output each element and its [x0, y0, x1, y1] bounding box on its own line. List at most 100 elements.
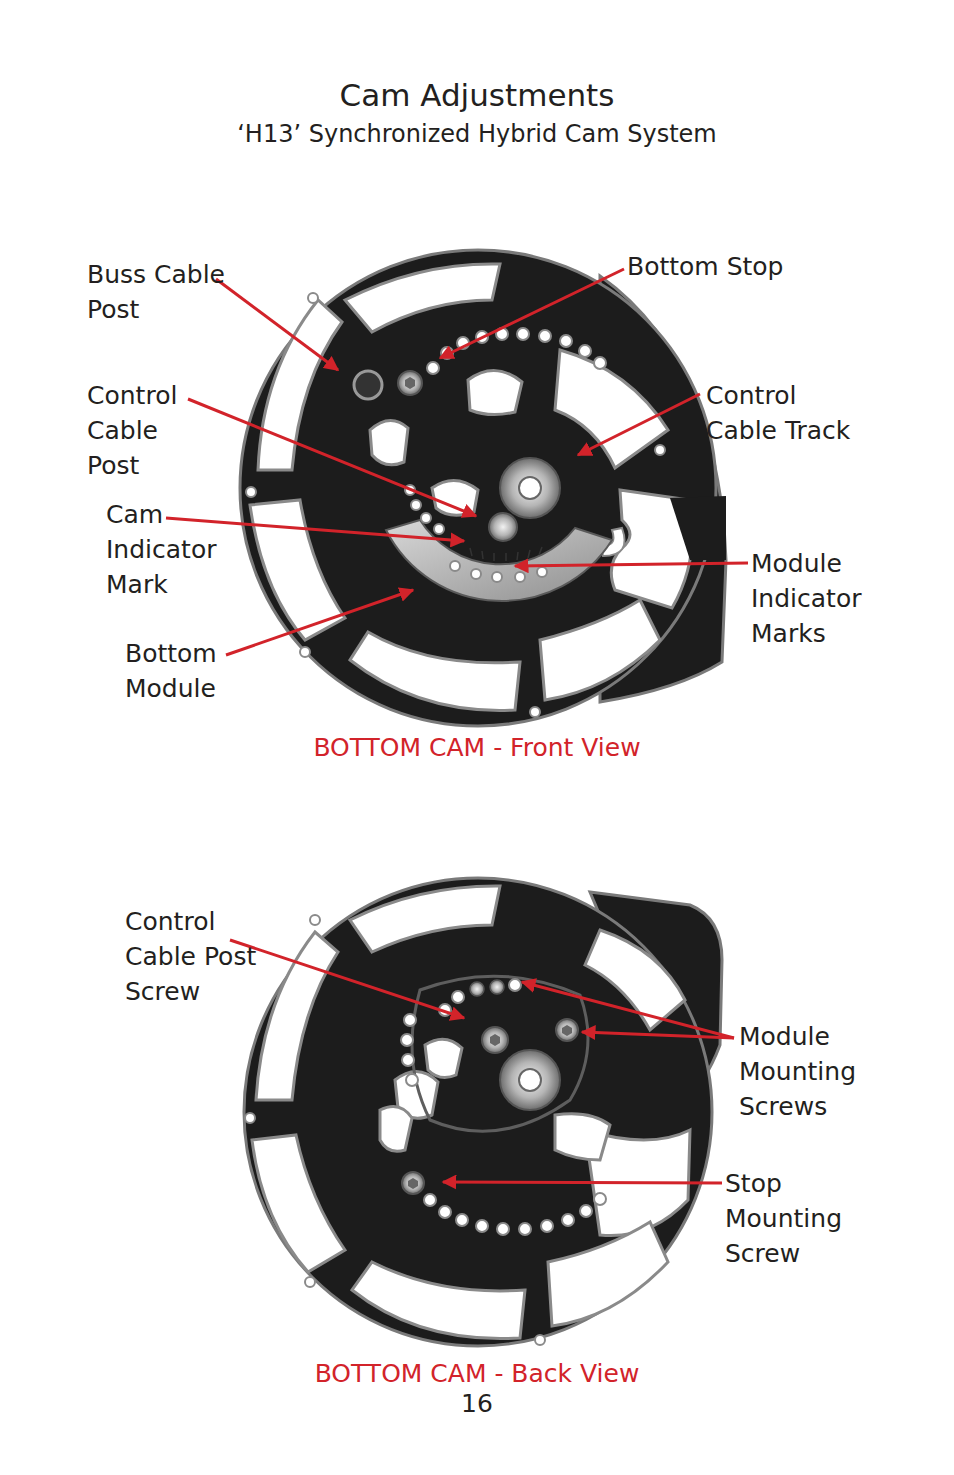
part-label: Stop Mounting Screw — [725, 1166, 842, 1271]
cam-back-part — [519, 1069, 541, 1091]
label-line: Stop — [725, 1166, 842, 1201]
cam-front-part-part — [246, 487, 256, 497]
cam-back-part-part — [404, 1014, 416, 1026]
cam-front-part-part — [492, 572, 502, 582]
caption-text: ‘H13’ Synchronized Hybrid Cam System — [0, 117, 954, 152]
cam-front-part-part — [655, 445, 665, 455]
cam-back-part — [408, 1178, 418, 1189]
leader-lines-part — [582, 1032, 734, 1038]
part-label: Buss Cable Post — [87, 257, 225, 327]
label-line: Indicator — [751, 581, 861, 616]
cam-front-part-part — [300, 647, 310, 657]
cam-back-part-part — [555, 1114, 610, 1160]
cam-back-part — [470, 982, 484, 996]
label-line: Cable Track — [706, 413, 850, 448]
cam-front-part-part — [432, 480, 478, 515]
cam-back-part — [490, 980, 504, 994]
label-line: Mounting — [739, 1054, 856, 1089]
part-label: Control Cable Track — [706, 378, 850, 448]
cam-back-part — [490, 1034, 500, 1046]
cam-front-part-part — [505, 553, 507, 561]
part-label: Control Cable Post Screw — [125, 904, 256, 1009]
cam-front-part — [398, 371, 422, 395]
cam-front-part-part — [450, 561, 460, 571]
leader-lines-part — [188, 399, 476, 516]
leader-lines-part — [515, 563, 748, 566]
cam-back-part-part — [476, 1220, 488, 1232]
label-line: Control — [706, 378, 850, 413]
label-line: Screw — [725, 1236, 842, 1271]
label-line: Post — [87, 292, 225, 327]
leader-lines-part — [216, 279, 338, 370]
label-line: Post — [87, 448, 177, 483]
cam-front-part-part — [594, 357, 606, 369]
cam-front-part-part — [482, 551, 483, 559]
cam-back-part-part — [452, 991, 464, 1003]
cam-front-part — [519, 477, 541, 499]
label-line: Bottom Stop — [627, 249, 783, 284]
cam-front-part-part — [528, 550, 530, 558]
cam-back-part-part — [380, 1106, 412, 1151]
label-line: Cable Post — [125, 939, 256, 974]
cam-back-part-part — [594, 1193, 606, 1205]
cam-front-part-part — [537, 567, 547, 577]
cam-front-part-part — [517, 552, 518, 560]
leader-lines-part — [443, 1182, 722, 1183]
cam-back-part-part — [252, 1135, 345, 1272]
cam-front-part-part — [470, 548, 472, 556]
cam-back-part-part — [497, 1223, 509, 1235]
label-line: Screw — [125, 974, 256, 1009]
leader-lines-part — [226, 590, 413, 655]
label-line: Mounting — [725, 1201, 842, 1236]
cam-back-part-part — [456, 1214, 468, 1226]
cam-front-part-part — [515, 572, 525, 582]
cam-front-part-part — [670, 496, 726, 560]
cam-front-part-part — [493, 553, 495, 561]
cam-front-part — [354, 371, 382, 399]
part-label: Bottom Stop — [627, 249, 783, 284]
leader-lines-part — [230, 940, 464, 1018]
leader-lines-part — [578, 394, 700, 455]
cam-back-part-part — [424, 1194, 436, 1206]
caption-text: BOTTOM CAM - Back View — [0, 1356, 954, 1391]
cam-back-part-part — [406, 1074, 418, 1086]
label-line: Cam — [106, 497, 216, 532]
cam-front-part-part — [517, 328, 529, 340]
cam-front-part-part — [539, 547, 542, 555]
cam-front-part-part — [427, 362, 439, 374]
label-line: Module — [125, 671, 217, 706]
label-line: Marks — [751, 616, 861, 651]
cam-front-part — [250, 264, 726, 711]
cam-back-part-part — [401, 1034, 413, 1046]
label-line: Mark — [106, 567, 216, 602]
cam-front — [240, 250, 726, 726]
leader-lines-part — [522, 982, 734, 1038]
cam-front-part-part — [560, 335, 572, 347]
cam-front-part-part — [345, 264, 500, 332]
label-line: Buss Cable — [87, 257, 225, 292]
leader-lines — [166, 269, 748, 1183]
cam-back-part-part — [439, 1206, 451, 1218]
cam-front-part-part — [411, 500, 421, 510]
cam-front-part-part — [579, 345, 591, 357]
cam-front-part-part — [540, 600, 660, 700]
cam-front-part-part — [308, 293, 318, 303]
cam-back-part-part — [535, 1335, 545, 1345]
cam-back-part — [245, 915, 606, 1345]
cam-back-part — [412, 976, 588, 1131]
cam-front-part — [246, 293, 665, 717]
caption-text: 16 — [0, 1386, 954, 1421]
cam-back-part-part — [352, 1262, 525, 1339]
cam-front-part — [405, 377, 415, 389]
part-label: Cam Indicator Mark — [106, 497, 216, 602]
cam-back-part-part — [519, 1223, 531, 1235]
cam-front-part-part — [350, 632, 520, 710]
cam-back-part-part — [350, 886, 500, 952]
label-line: Cable — [87, 413, 177, 448]
cam-back-part — [244, 878, 712, 1346]
part-label: Bottom Module — [125, 636, 217, 706]
cam-back-part-part — [256, 932, 338, 1100]
part-label: Control Cable Post — [87, 378, 177, 483]
cam-back-part-part — [245, 1113, 255, 1123]
cam-front-part-part — [370, 420, 408, 464]
